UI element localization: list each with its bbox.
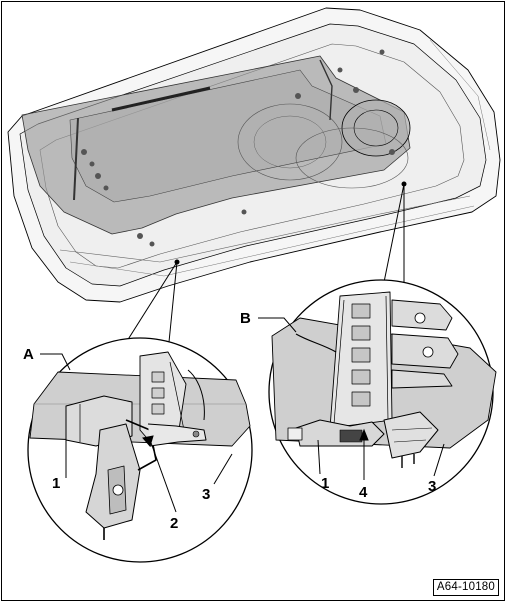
detail-label-leaders [40,317,297,371]
detail-b-label: B [240,310,251,327]
detail-a-callout-1: 1 [52,475,61,492]
detail-b-callout-3: 3 [428,478,437,495]
detail-b-callout-4: 4 [359,484,368,501]
detail-b-callout-1: 1 [321,475,330,492]
detail-b-parts [271,291,497,468]
detail-a-callout-2: 2 [170,515,179,532]
detail-a-label: A [23,346,34,363]
door-overview [7,7,501,303]
detail-b [268,279,497,505]
detail-a-callout-3: 3 [202,486,211,503]
detail-a-parts [29,351,251,540]
figure-code: A64-10180 [432,579,499,596]
detail-a [27,337,253,563]
